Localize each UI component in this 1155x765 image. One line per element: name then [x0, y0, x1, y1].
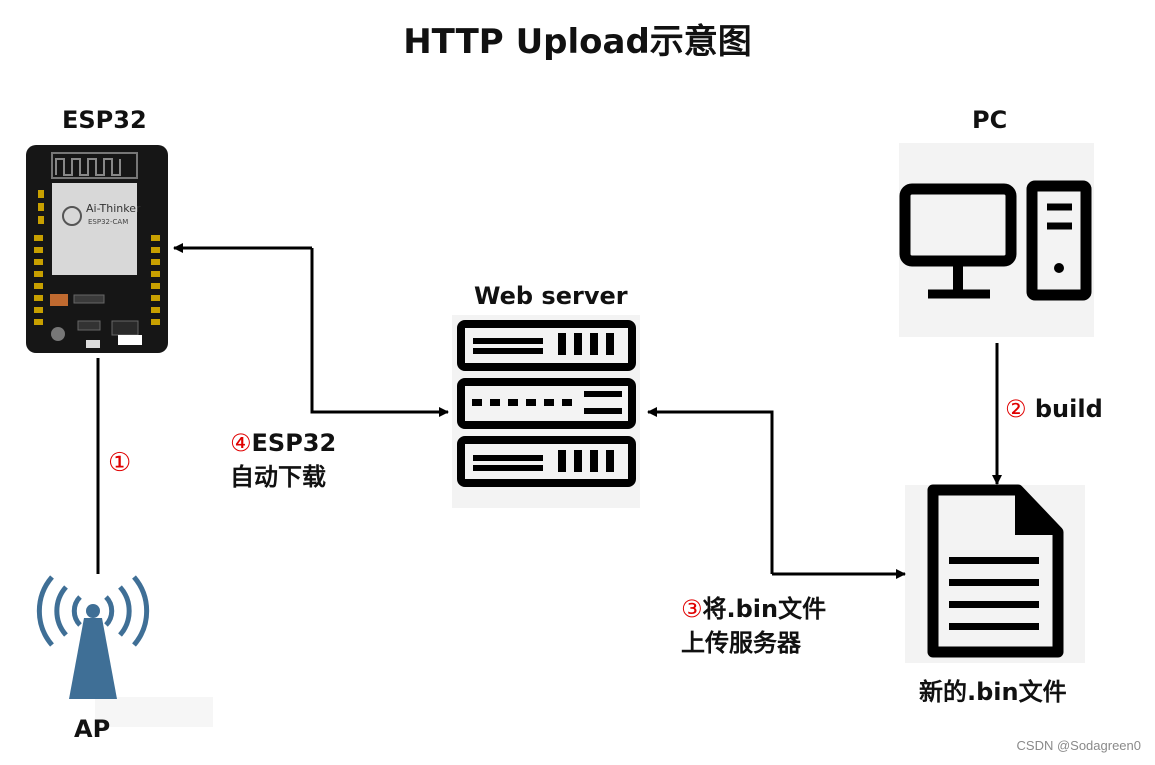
step-4-line1: ESP32 — [251, 429, 337, 457]
pc-label: PC — [972, 106, 1008, 134]
step-2-text: build — [1026, 395, 1103, 423]
new-bin-file-label: 新的.bin文件 — [919, 678, 1067, 706]
esp32-board-image: Ai-Thinker ESP32-CAM — [26, 145, 168, 353]
step-3-line2: 上传服务器 — [681, 629, 801, 657]
board-brand-text: Ai-Thinker — [86, 202, 141, 215]
upload-arrow-to-server — [647, 407, 774, 574]
bin-file-icon — [905, 484, 1085, 663]
pc-icon — [899, 143, 1094, 337]
step-1-number: ① — [108, 448, 132, 478]
esp32-label: ESP32 — [62, 106, 147, 134]
diagram-title: HTTP Upload示意图 — [403, 22, 752, 62]
step-4-caption: ④ESP32 自动下载 — [230, 426, 336, 494]
ap-label: AP — [74, 715, 111, 743]
ap-icon — [36, 575, 213, 727]
step-3-number: ③ — [681, 595, 703, 623]
board-model-text: ESP32-CAM — [88, 218, 128, 226]
step-3-line1: 将.bin文件 — [702, 595, 827, 623]
watermark: CSDN @Sodagreen0 — [1016, 738, 1141, 753]
step-4-line2: 自动下载 — [230, 463, 326, 491]
step-4-number: ④ — [230, 429, 252, 457]
web-server-icon — [452, 315, 640, 508]
download-arrow-to-esp32 — [310, 248, 449, 417]
step-2-number: ② — [1005, 395, 1027, 423]
web-server-label: Web server — [474, 282, 628, 310]
step-3-caption: ③将.bin文件 上传服务器 — [681, 592, 826, 660]
step-2-caption: ② build — [1005, 392, 1103, 426]
